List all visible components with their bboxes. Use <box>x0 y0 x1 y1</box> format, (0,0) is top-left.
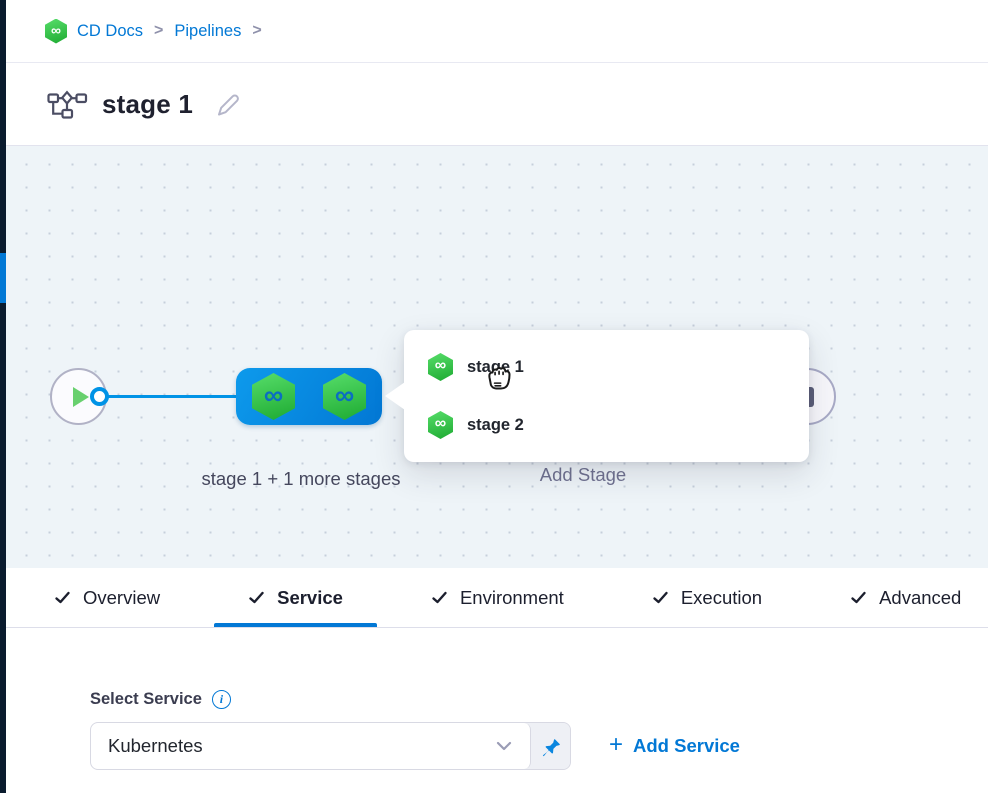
popup-item-stage-2[interactable]: ∞ stage 2 <box>428 411 809 439</box>
pipeline-canvas[interactable]: ∞ stage 1 ∞ stage 2 ∞ ∞ stage 1 + 1 more… <box>6 146 988 568</box>
add-stage-button[interactable]: Add Stage <box>539 464 627 485</box>
cd-stage-icon: ∞ <box>428 353 453 381</box>
service-tab-panel: Select Service i Kubernetes + Add Servic… <box>6 628 988 793</box>
edge-connector-dot[interactable] <box>90 387 109 406</box>
check-icon <box>432 591 447 604</box>
tab-label: Environment <box>459 586 564 608</box>
breadcrumb: ∞ CD Docs > Pipelines > <box>6 0 988 63</box>
tab-label: Advanced <box>879 586 962 608</box>
tab-advanced[interactable]: Advanced <box>816 568 988 627</box>
stage-group-popup: ∞ stage 1 ∞ stage 2 <box>385 330 809 462</box>
play-icon <box>73 386 89 407</box>
check-icon <box>851 591 866 604</box>
tab-label: Service <box>277 586 343 608</box>
breadcrumb-link-cd-docs[interactable]: CD Docs <box>77 21 144 40</box>
harness-cd-icon: ∞ <box>45 18 67 44</box>
check-icon <box>249 591 264 604</box>
check-icon <box>653 591 668 604</box>
tab-overview[interactable]: Overview <box>20 568 194 627</box>
service-select-group: Kubernetes <box>90 722 571 770</box>
info-icon[interactable]: i <box>211 690 231 709</box>
tab-service[interactable]: Service <box>214 568 377 627</box>
stage-title-bar: stage 1 <box>6 63 988 146</box>
popup-item-stage-1[interactable]: ∞ stage 1 <box>428 353 809 381</box>
tab-label: Overview <box>83 586 161 608</box>
chevron-right-icon: > <box>154 22 164 39</box>
pipeline-edge <box>106 395 236 398</box>
tab-label: Execution <box>680 586 763 608</box>
breadcrumb-link-pipelines[interactable]: Pipelines <box>174 21 242 40</box>
select-service-label: Select Service <box>90 690 202 708</box>
collapsed-nav-rail[interactable] <box>0 0 6 793</box>
tab-execution[interactable]: Execution <box>618 568 796 627</box>
add-service-button[interactable]: + Add Service <box>609 731 740 758</box>
edit-pencil-icon[interactable] <box>215 91 242 118</box>
stage-group-node[interactable]: ∞ ∞ <box>236 368 382 425</box>
page-title: stage 1 <box>102 88 194 119</box>
pin-icon <box>542 737 560 757</box>
chevron-right-icon: > <box>252 22 262 39</box>
pipeline-icon <box>47 89 88 120</box>
check-icon <box>55 591 70 604</box>
service-select-value: Kubernetes <box>108 735 203 756</box>
plus-icon: + <box>609 731 624 758</box>
popup-item-label: stage 2 <box>467 415 524 434</box>
cd-stage-icon: ∞ <box>252 373 295 420</box>
service-control-row: Kubernetes + Add Service <box>90 722 988 770</box>
select-service-label-row: Select Service i <box>90 690 988 709</box>
cd-stage-icon: ∞ <box>323 373 366 420</box>
add-service-label: Add Service <box>633 735 740 756</box>
nav-active-indicator <box>0 253 6 303</box>
tab-environment[interactable]: Environment <box>397 568 598 627</box>
chevron-down-icon <box>496 741 512 751</box>
popup-item-label: stage 1 <box>467 357 524 376</box>
stage-tabs: Overview Service Environment Execution A… <box>6 568 988 628</box>
pin-service-button[interactable] <box>531 723 570 769</box>
stage-group-label: stage 1 + 1 more stages <box>201 468 401 489</box>
service-select[interactable]: Kubernetes <box>91 723 531 769</box>
cd-stage-icon: ∞ <box>428 411 453 439</box>
